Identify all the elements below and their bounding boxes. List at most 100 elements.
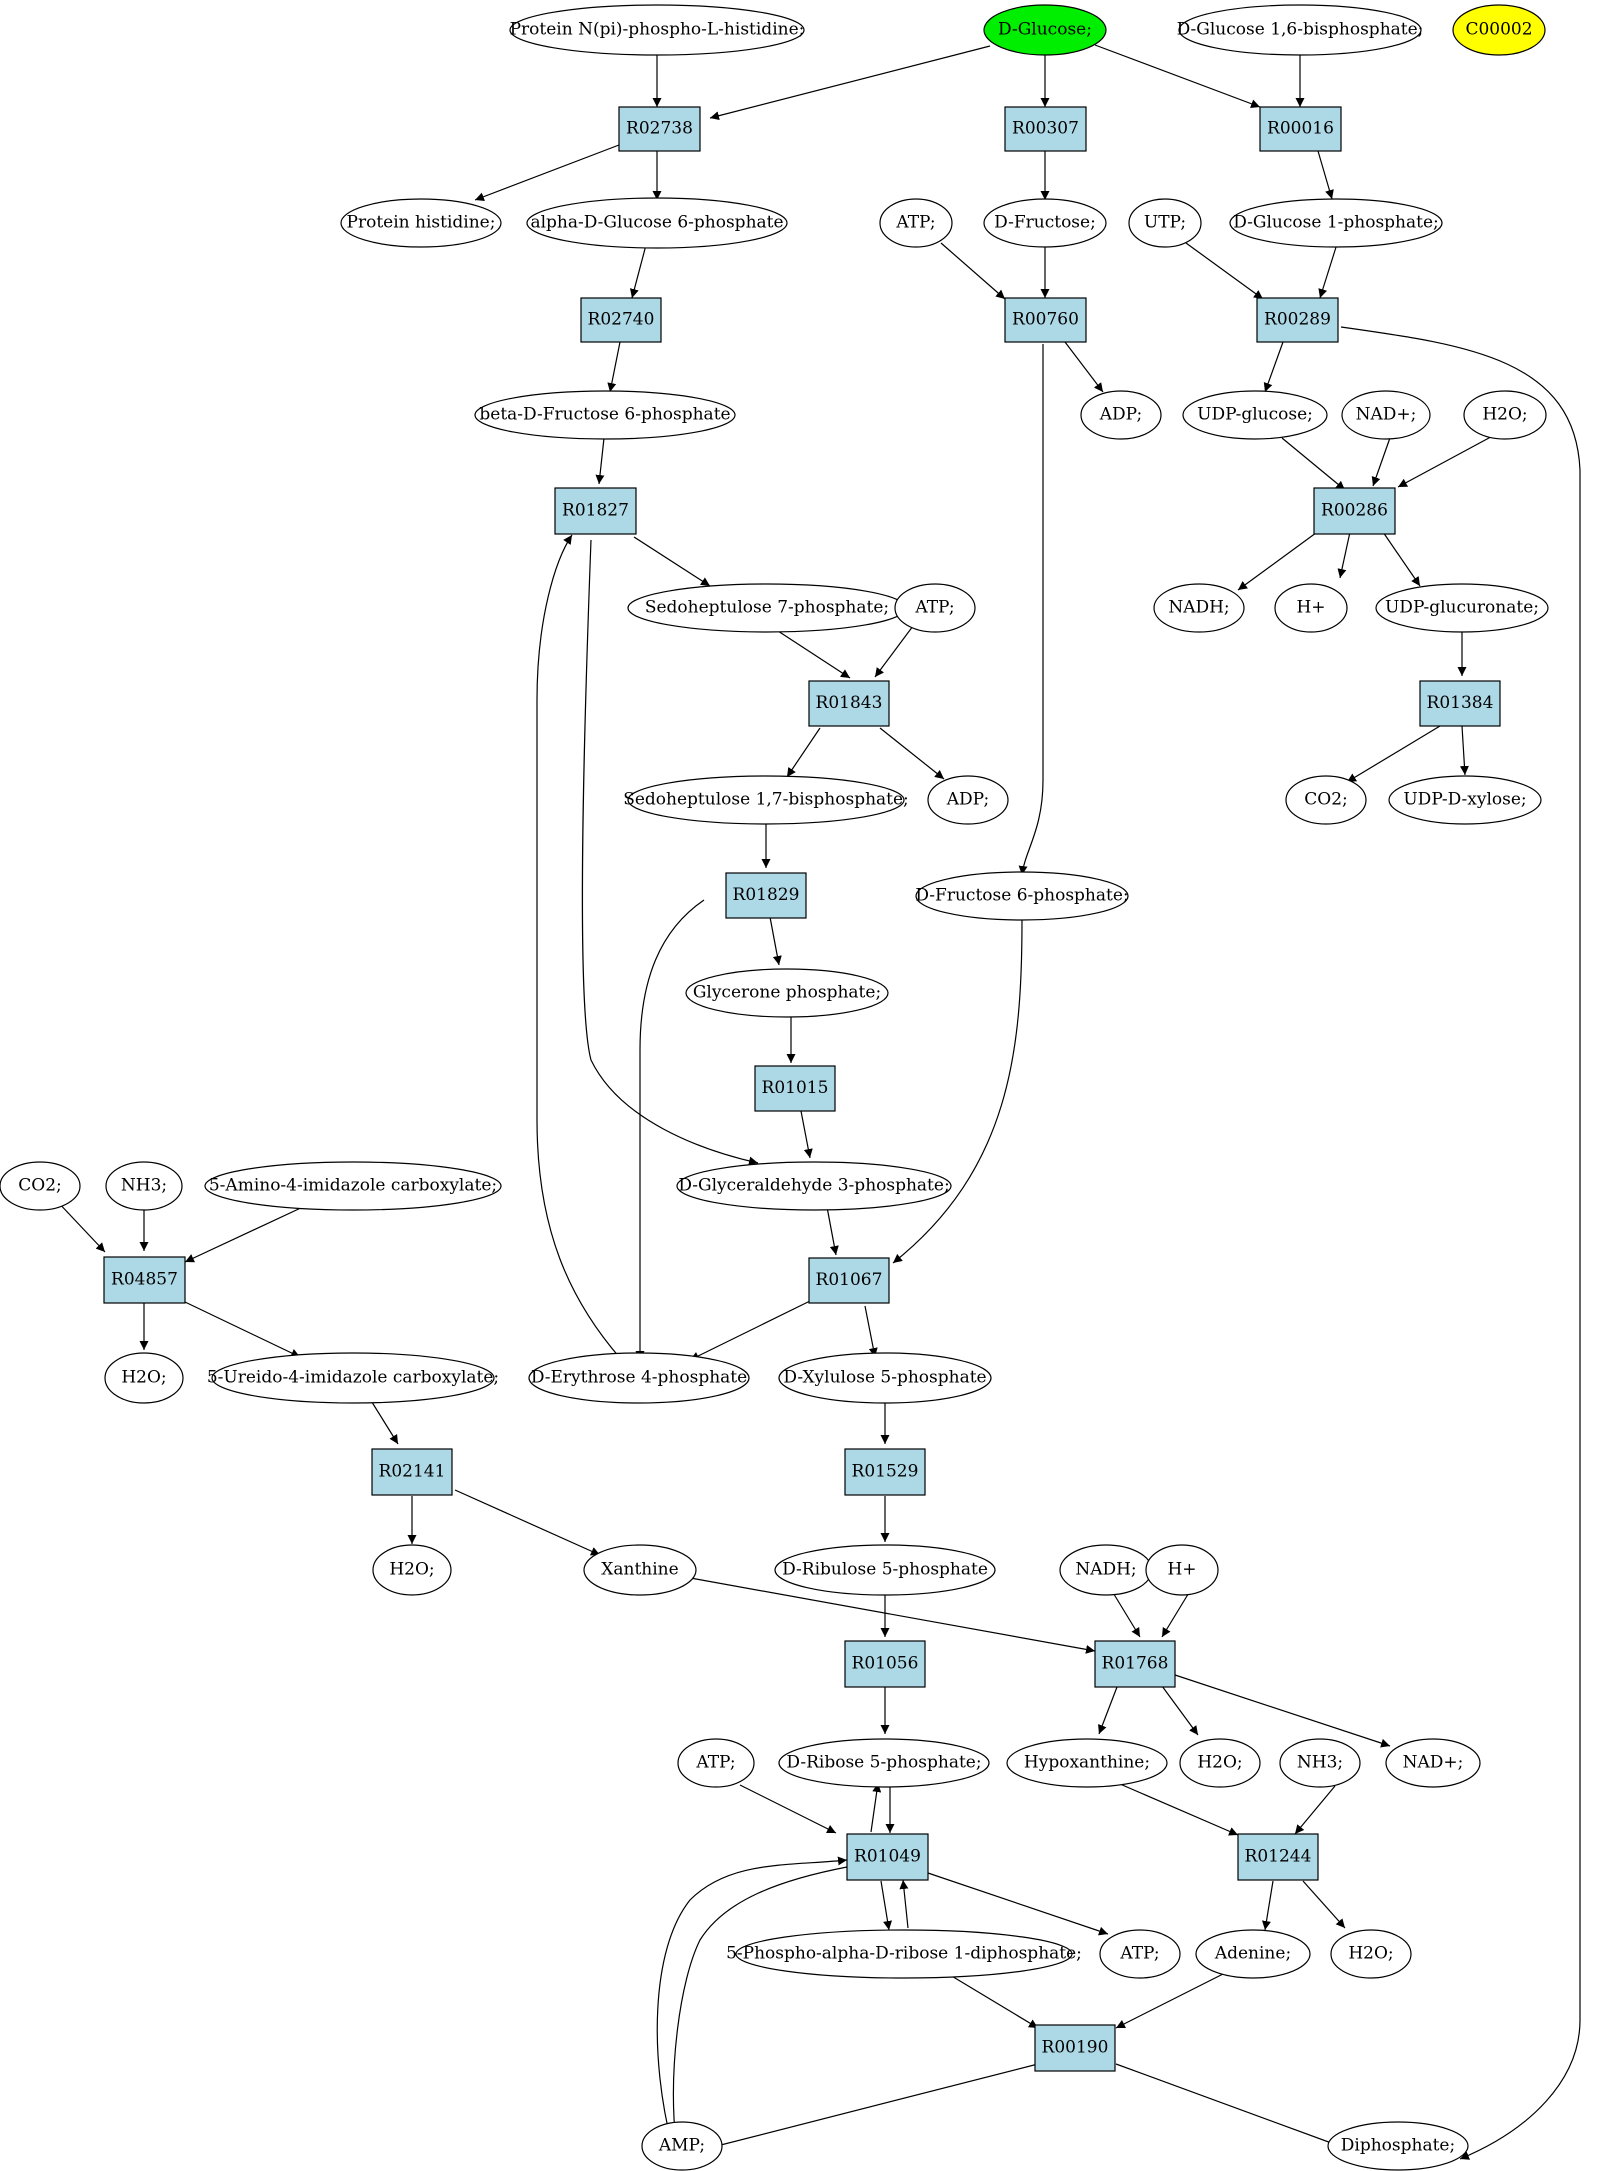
compound-protein-histidine[interactable]: Protein histidine; <box>340 198 502 248</box>
compound-nh3[interactable]: NH3; <box>1279 1738 1361 1788</box>
edge <box>1064 341 1104 393</box>
edge <box>629 244 647 299</box>
reaction-R01056[interactable]: R01056 <box>844 1640 926 1688</box>
compound-nadh[interactable]: NADH; <box>1153 583 1245 633</box>
compound-atp[interactable]: ATP; <box>879 198 953 248</box>
reaction-R02141[interactable]: R02141 <box>371 1448 453 1496</box>
reaction-R01067[interactable]: R01067 <box>808 1257 890 1304</box>
reaction-R01244[interactable]: R01244 <box>1237 1833 1319 1881</box>
reaction-R02738[interactable]: R02738 <box>618 106 701 152</box>
reaction-R01529[interactable]: R01529 <box>844 1448 926 1496</box>
compound-udp-d-xylose[interactable]: UDP-D-xylose; <box>1388 775 1542 825</box>
compound-h2o[interactable]: H2O; <box>372 1544 452 1596</box>
compound-label: Protein N(pi)-phospho-L-histidine; <box>510 20 805 40</box>
reaction-R00190[interactable]: R00190 <box>1034 2024 1116 2072</box>
compound-adp[interactable]: ADP; <box>927 775 1009 825</box>
compound-sedoheptulose-17-bisphosphate[interactable]: Sedoheptulose 1,7-bisphosphate; <box>623 775 909 825</box>
edge <box>1115 1972 1226 2029</box>
compound-label: NAD+; <box>1356 405 1417 425</box>
reaction-R00307[interactable]: R00307 <box>1004 106 1087 152</box>
reaction-R01384[interactable]: R01384 <box>1419 680 1501 727</box>
compound-udp-glucose[interactable]: UDP-glucose; <box>1182 390 1328 440</box>
reaction-R01015[interactable]: R01015 <box>754 1065 836 1112</box>
reaction-R00760[interactable]: R00760 <box>1004 297 1087 343</box>
compound-adenine[interactable]: Adenine; <box>1195 1929 1311 1979</box>
reaction-R01768[interactable]: R01768 <box>1094 1640 1176 1688</box>
compound-5-phospho-alpha-d-ribose-1-diphosphate[interactable]: 5-Phospho-alpha-D-ribose 1-diphosphate; <box>726 1929 1082 1979</box>
compound-diphosphate[interactable]: Diphosphate; <box>1327 2121 1469 2171</box>
edge <box>786 727 821 778</box>
edge <box>1094 44 1261 109</box>
compound-h2o[interactable]: H2O; <box>1463 390 1547 440</box>
edge <box>656 1856 848 2146</box>
compound-udp-glucuronate[interactable]: UDP-glucuronate; <box>1375 583 1549 633</box>
compound-alpha-d-glucose-6-phosphate[interactable]: alpha-D-Glucose 6-phosphate <box>526 197 788 249</box>
reaction-label: R00286 <box>1321 501 1388 521</box>
compound-co2[interactable]: CO2; <box>1285 775 1367 825</box>
compound-d-glyceraldehyde-3-phosphate[interactable]: D-Glyceraldehyde 3-phosphate; <box>676 1161 952 1211</box>
edge <box>1237 529 1321 591</box>
compound-5-amino-4-imidazole-carboxylate[interactable]: 5-Amino-4-imidazole carboxylate; <box>204 1161 502 1211</box>
compound-label: 5-Phospho-alpha-D-ribose 1-diphosphate; <box>726 1944 1082 1964</box>
reaction-R01843[interactable]: R01843 <box>808 680 890 727</box>
reaction-R02740[interactable]: R02740 <box>580 297 662 343</box>
compound-glycerone-phosphate[interactable]: Glycerone phosphate; <box>685 968 889 1018</box>
reaction-R00289[interactable]: R00289 <box>1256 297 1339 343</box>
reaction-label: R01768 <box>1102 1654 1169 1674</box>
compound-protein-npi-histidine[interactable]: Protein N(pi)-phospho-L-histidine; <box>509 4 805 56</box>
compound-h-plus[interactable]: H+ <box>1274 583 1348 633</box>
compound-nad-plus[interactable]: NAD+; <box>1385 1738 1481 1788</box>
compound-xanthine[interactable]: Xanthine <box>583 1544 697 1596</box>
compound-h2o[interactable]: H2O; <box>1330 1929 1412 1979</box>
compound-h2o[interactable]: H2O; <box>104 1352 184 1404</box>
compound-d-ribulose-5-phosphate[interactable]: D-Ribulose 5-phosphate <box>774 1544 996 1596</box>
edge <box>1281 437 1346 491</box>
compound-h-plus[interactable]: H+ <box>1145 1544 1219 1596</box>
compound-adp[interactable]: ADP; <box>1080 390 1162 440</box>
compound-d-glucose[interactable]: D-Glucose; <box>983 4 1107 56</box>
reaction-R00286[interactable]: R00286 <box>1313 487 1396 535</box>
compound-h2o[interactable]: H2O; <box>1179 1738 1261 1788</box>
reaction-label: R00760 <box>1012 310 1079 330</box>
compound-nadh[interactable]: NADH; <box>1059 1544 1153 1596</box>
compound-utp[interactable]: UTP; <box>1128 198 1202 248</box>
compound-d-fructose-6-phosphate[interactable]: D-Fructose 6-phosphate; <box>915 871 1129 921</box>
edge <box>1317 150 1334 200</box>
compound-d-glucose-16-bisphosphate[interactable]: D-Glucose 1,6-bisphosphate; <box>1177 4 1424 56</box>
edge <box>1161 1590 1191 1638</box>
edge <box>739 1784 837 1834</box>
compound-5-ureido-4-imidazole-carboxylate[interactable]: 5-Ureido-4-imidazole carboxylate; <box>207 1352 499 1404</box>
compound-atp[interactable]: ATP; <box>1099 1929 1181 1979</box>
reaction-R04857[interactable]: R04857 <box>103 1256 186 1304</box>
edge <box>880 1880 892 1931</box>
compound-d-fructose[interactable]: D-Fructose; <box>983 198 1107 248</box>
compound-nh3[interactable]: NH3; <box>105 1161 183 1211</box>
reaction-label: R01827 <box>562 501 629 521</box>
compound-label: CO2; <box>1304 790 1348 810</box>
compound-nad-plus[interactable]: NAD+; <box>1341 390 1431 440</box>
reaction-R01829[interactable]: R01829 <box>725 872 807 919</box>
compound-label: 5-Amino-4-imidazole carboxylate; <box>209 1176 497 1196</box>
reaction-R01827[interactable]: R01827 <box>554 487 637 535</box>
edge <box>1111 1590 1141 1638</box>
compound-sedoheptulose-7-phosphate[interactable]: Sedoheptulose 7-phosphate; <box>627 583 907 633</box>
reaction-label: R01244 <box>1245 1847 1312 1867</box>
compound-d-glucose-1-phosphate[interactable]: D-Glucose 1-phosphate; <box>1229 198 1443 248</box>
compound-label: CO2; <box>18 1176 62 1196</box>
compound-label: H2O; <box>389 1560 434 1580</box>
compound-hypoxanthine[interactable]: Hypoxanthine; <box>1006 1738 1168 1788</box>
reaction-R00016[interactable]: R00016 <box>1259 106 1342 152</box>
edge <box>1018 344 1044 876</box>
compound-d-ribose-5-phosphate[interactable]: D-Ribose 5-phosphate; <box>778 1738 990 1788</box>
compound-beta-d-fructose-6-phosphate[interactable]: beta-D-Fructose 6-phosphate <box>474 390 736 440</box>
compound-atp[interactable]: ATP; <box>894 583 976 633</box>
compound-co2[interactable]: CO2; <box>0 1161 81 1211</box>
edge <box>800 1110 813 1159</box>
compound-atp[interactable]: ATP; <box>677 1738 755 1788</box>
compound-amp[interactable]: AMP; <box>641 2121 723 2171</box>
reaction-label: R00016 <box>1267 119 1334 139</box>
compound-d-xylulose-5-phosphate[interactable]: D-Xylulose 5-phosphate <box>778 1352 992 1404</box>
compound-c00002[interactable]: C00002 <box>1452 4 1546 56</box>
reaction-R01049[interactable]: R01049 <box>846 1833 929 1881</box>
compound-d-erythrose-4-phosphate[interactable]: D-Erythrose 4-phosphate <box>528 1352 750 1404</box>
